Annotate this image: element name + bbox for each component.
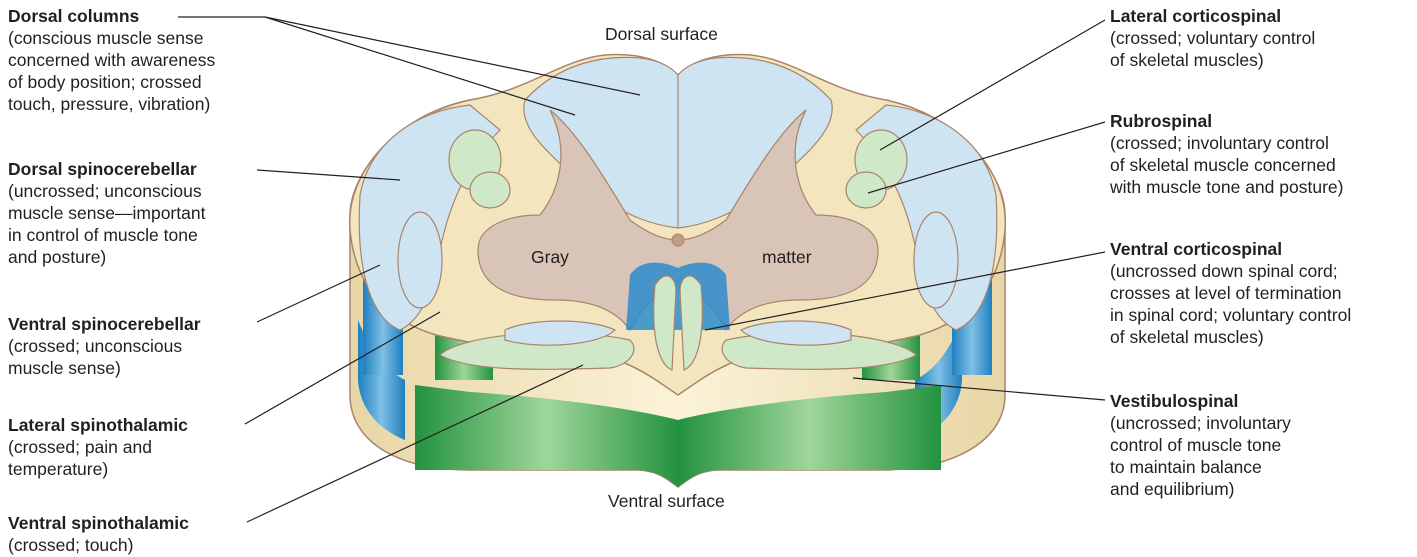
- label-description: (crossed; voluntary control of skeletal …: [1110, 27, 1315, 71]
- label-description: (crossed; involuntary control of skeleta…: [1110, 132, 1343, 198]
- label-lateral-spinothalamic: Lateral spinothalamic (crossed; pain and…: [8, 414, 188, 480]
- label-dorsal-spinocerebellar: Dorsal spinocerebellar (uncrossed; uncon…: [8, 158, 205, 268]
- label-ventral-spinothalamic: Ventral spinothalamic (crossed; touch): [8, 512, 189, 556]
- gray-matter-label-left: Gray: [531, 247, 569, 267]
- label-description: (crossed; pain and temperature): [8, 436, 188, 480]
- dorsal-surface-label: Dorsal surface: [605, 23, 718, 45]
- label-description: (conscious muscle sense concerned with a…: [8, 27, 215, 115]
- label-title: Rubrospinal: [1110, 110, 1343, 132]
- label-description: (crossed; unconscious muscle sense): [8, 335, 201, 379]
- label-description: (uncrossed; involuntary control of muscl…: [1110, 412, 1291, 500]
- ventral-surface-label: Ventral surface: [608, 490, 725, 512]
- label-ventral-spinocerebellar: Ventral spinocerebellar (crossed; uncons…: [8, 313, 201, 379]
- label-title: Ventral spinocerebellar: [8, 313, 201, 335]
- gray-matter-label-right: matter: [762, 247, 812, 267]
- label-title: Ventral corticospinal: [1110, 238, 1351, 260]
- label-vestibulospinal: Vestibulospinal (uncrossed; involuntary …: [1110, 390, 1291, 500]
- label-rubrospinal: Rubrospinal (crossed; involuntary contro…: [1110, 110, 1343, 198]
- label-title: Lateral corticospinal: [1110, 5, 1315, 27]
- label-lateral-corticospinal: Lateral corticospinal (crossed; voluntar…: [1110, 5, 1315, 71]
- label-title: Dorsal spinocerebellar: [8, 158, 205, 180]
- label-title: Dorsal columns: [8, 5, 215, 27]
- label-description: (crossed; touch): [8, 534, 189, 556]
- label-description: (uncrossed; unconscious muscle sense—imp…: [8, 180, 205, 268]
- leader-dorsal-columns-3: [265, 17, 640, 95]
- leader-dorsal-columns-2: [265, 17, 575, 115]
- label-title: Vestibulospinal: [1110, 390, 1291, 412]
- leader-lateral-corticospinal: [880, 20, 1105, 150]
- label-description: (uncrossed down spinal cord; crosses at …: [1110, 260, 1351, 348]
- label-title: Lateral spinothalamic: [8, 414, 188, 436]
- label-ventral-corticospinal: Ventral corticospinal (uncrossed down sp…: [1110, 238, 1351, 348]
- label-title: Ventral spinothalamic: [8, 512, 189, 534]
- label-dorsal-columns: Dorsal columns (conscious muscle sense c…: [8, 5, 215, 115]
